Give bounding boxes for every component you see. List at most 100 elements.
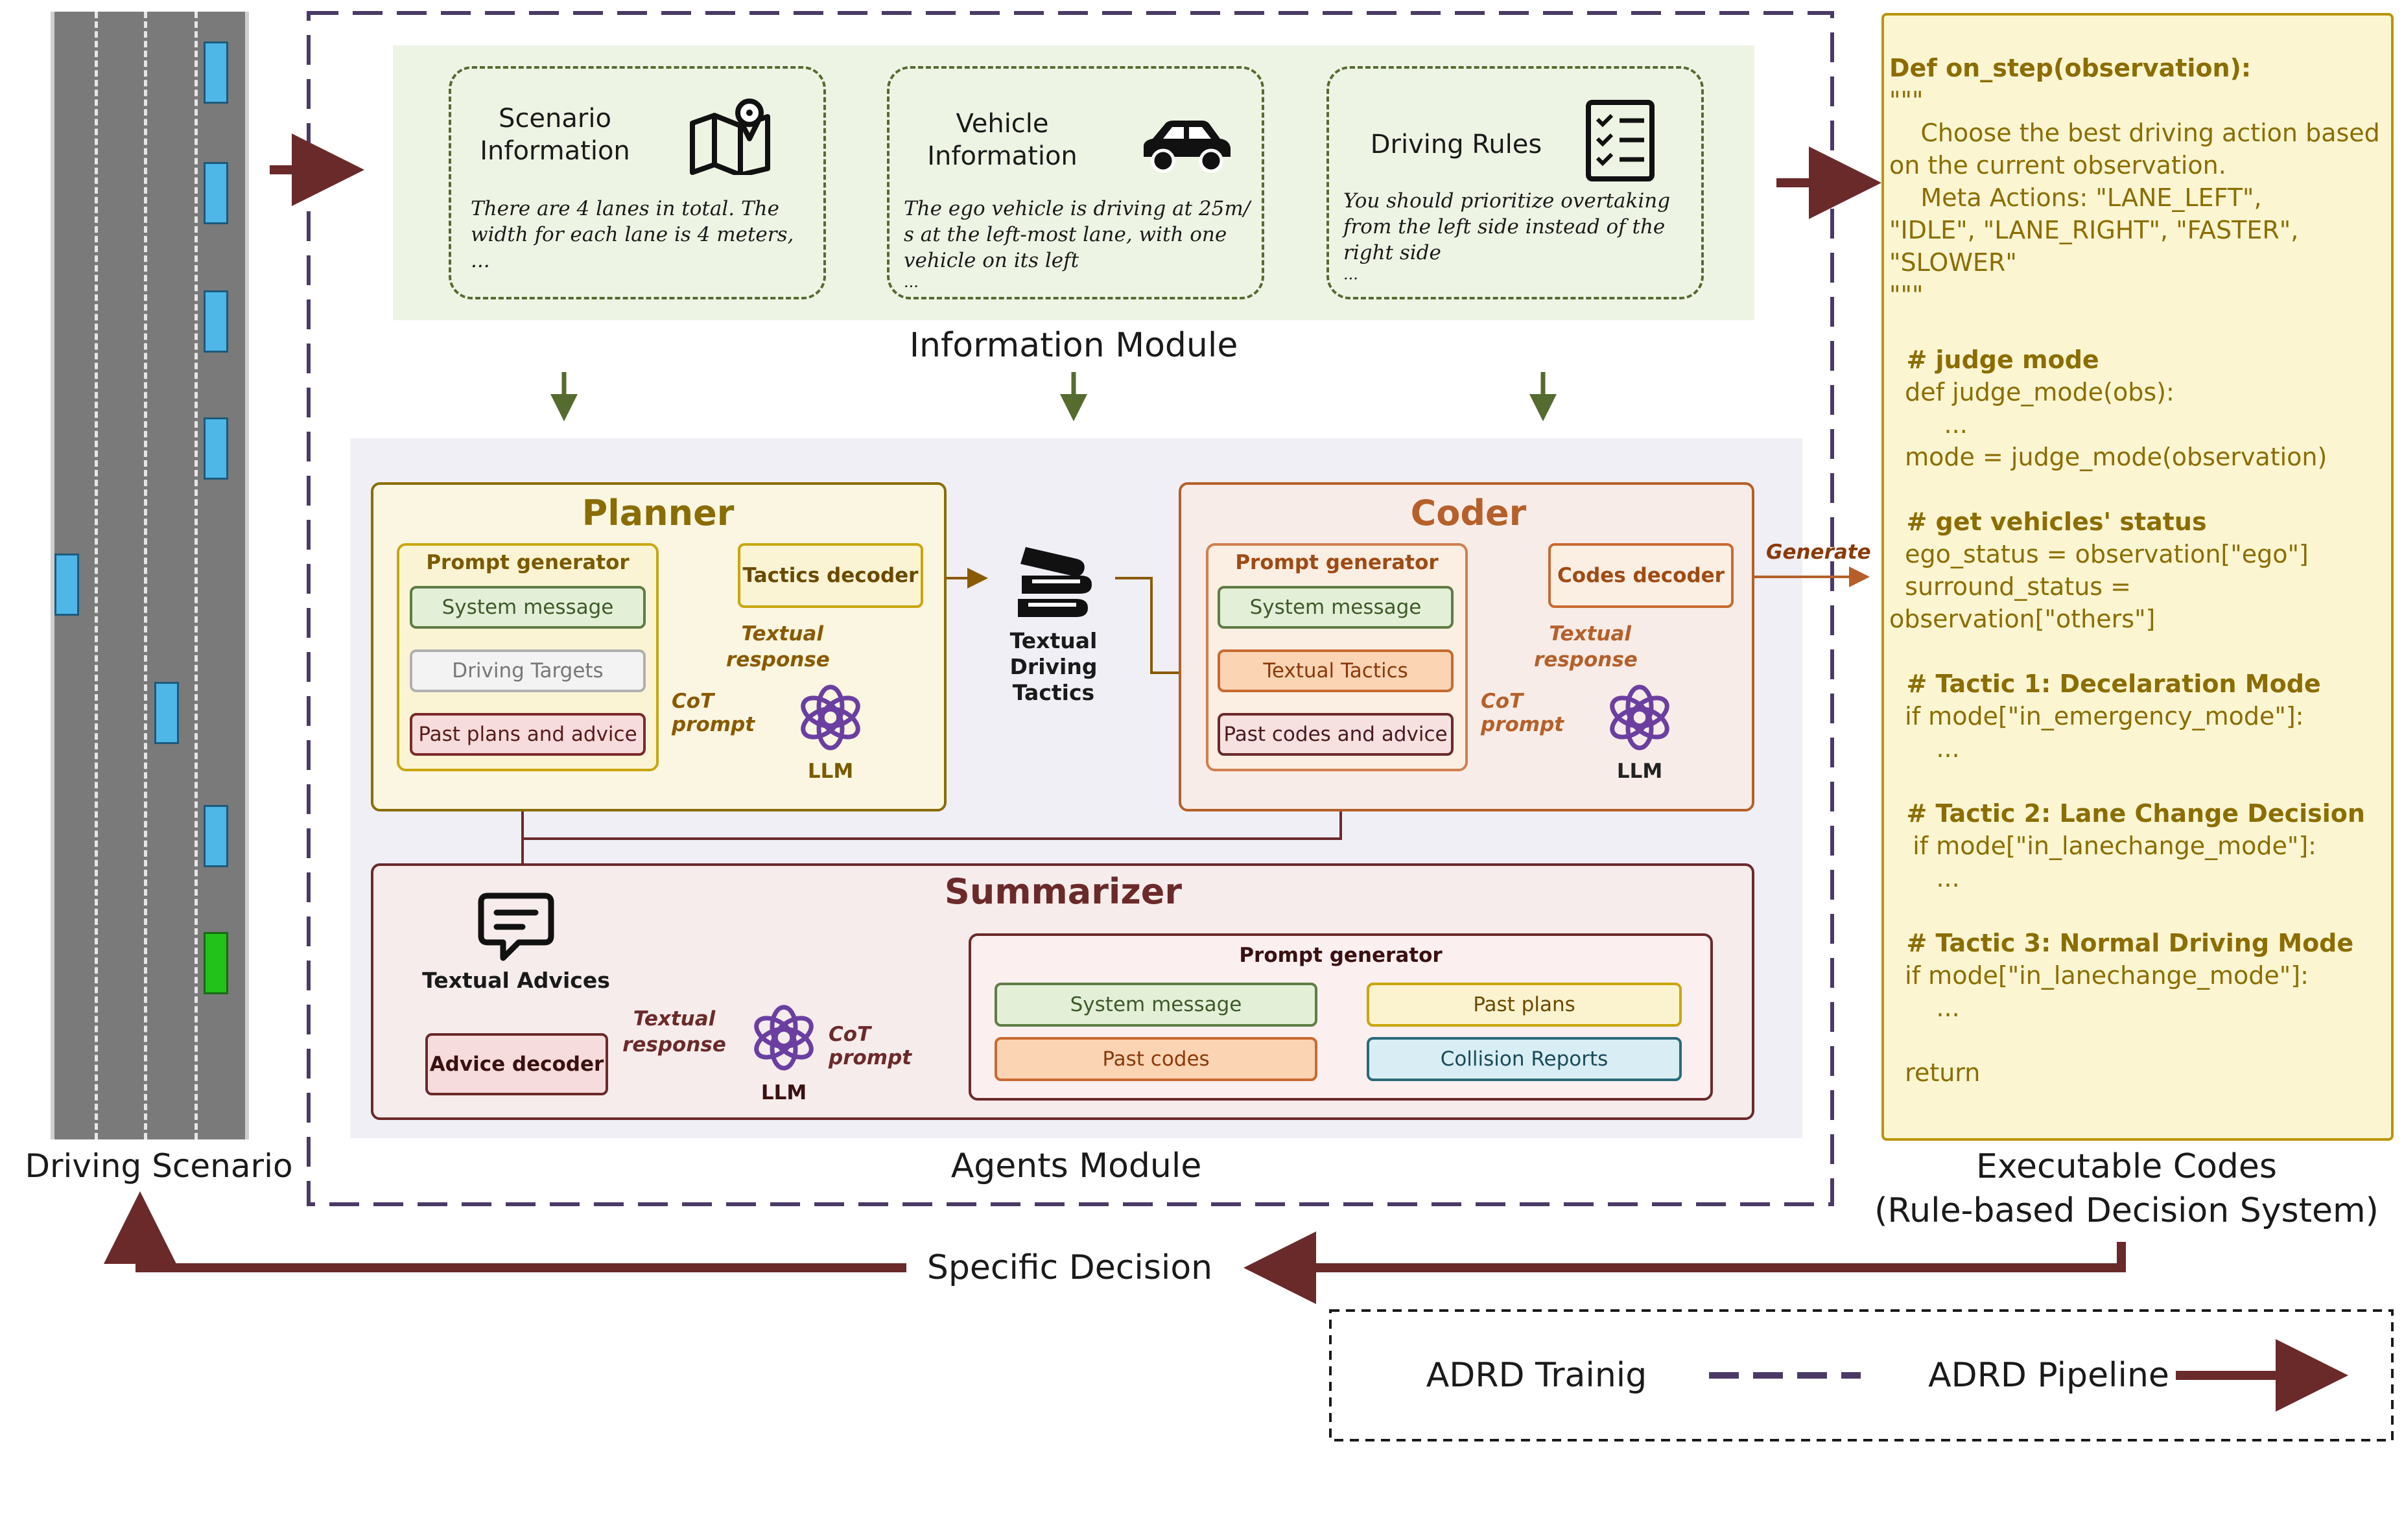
- rules-body-line: right side: [1343, 241, 1441, 264]
- code-line: if mode["in_lanechange_mode"]:: [1889, 961, 2309, 990]
- code-line: if mode["in_lanechange_mode"]:: [1889, 832, 2316, 860]
- summarizer-prompt-generator-label: Prompt generator: [1239, 944, 1443, 967]
- vehicle-blue: [54, 554, 79, 616]
- code-line: observation["others"]: [1889, 605, 2156, 633]
- vehicle-info-box: Vehicle Information The ego vehicle is d…: [887, 66, 1264, 299]
- tactics-label-line: Textual: [1009, 628, 1098, 653]
- planner-cot-prompt: CoT prompt: [672, 690, 755, 736]
- road-edge-right: [245, 12, 249, 1139]
- vehicle-blue: [154, 682, 179, 744]
- map-icon: [690, 99, 770, 175]
- code-line: return: [1889, 1058, 1981, 1087]
- executable-code-panel: Def on_step(observation):""" Choose the …: [1881, 13, 2394, 1141]
- planner-response-line: response: [726, 648, 830, 671]
- lane-divider: [144, 12, 147, 1139]
- code-line: "IDLE", "LANE_RIGHT", "FASTER",: [1889, 216, 2299, 244]
- code-line: # Tactic 2: Lane Change Decision: [1889, 799, 2365, 828]
- tactics-label-line: Driving: [1009, 654, 1098, 679]
- scenario-body-line: There are 4 lanes in total. The: [471, 197, 779, 220]
- vehicle-body-line: The ego vehicle is driving at 25m/: [904, 197, 1251, 220]
- planner-past-plans: Past plans and advice: [410, 713, 646, 756]
- driving-scenario-caption: Driving Scenario: [25, 1147, 293, 1185]
- code-block: Def on_step(observation):""" Choose the …: [1889, 52, 2380, 1089]
- summarizer-past-plans: Past plans: [1367, 983, 1682, 1027]
- coder-title: Coder: [1410, 492, 1527, 533]
- vehicle-blue: [204, 41, 228, 104]
- rules-body-line: from the left side instead of the: [1343, 215, 1666, 239]
- rules-body-line: ...: [1343, 265, 1358, 283]
- code-line: """: [1889, 86, 1924, 115]
- arrow-tactics-to-coder: [1115, 577, 1199, 683]
- information-module-caption: Information Module: [909, 326, 1238, 365]
- vehicle-ego-green: [204, 932, 228, 994]
- openai-llm-icon: [1610, 684, 1669, 751]
- code-line: # Tactic 3: Normal Driving Mode: [1889, 929, 2354, 957]
- planner-textual-response: Textual response: [726, 621, 830, 673]
- tactics-label-line: Tactics: [1012, 680, 1095, 705]
- rules-body: You should prioritize overtaking from th…: [1343, 188, 1693, 283]
- code-line: ...: [1889, 734, 1960, 763]
- codes-decoder: Codes decoder: [1548, 543, 1734, 608]
- code-line: "SLOWER": [1889, 248, 2017, 277]
- scenario-body: There are 4 lanes in total. The width fo…: [471, 196, 814, 274]
- code-line: [1889, 311, 2380, 344]
- code-line: [1889, 635, 2380, 668]
- code-line: # get vehicles' status: [1889, 508, 2207, 536]
- summarizer-cot-prompt: CoT prompt: [829, 1023, 912, 1069]
- coder-cot-prompt: CoT prompt: [1481, 690, 1564, 736]
- planner-driving-targets: Driving Targets: [410, 649, 646, 692]
- summarizer-past-codes: Past codes: [995, 1037, 1317, 1081]
- scenario-title: Scenario Information: [477, 102, 633, 167]
- planner-response-line: Textual: [741, 622, 823, 646]
- coder-textual-tactics: Textual Tactics: [1218, 649, 1454, 692]
- rules-title: Driving Rules: [1370, 130, 1542, 159]
- legend-box: [1329, 1309, 2394, 1441]
- summ-response-line: response: [622, 1033, 726, 1056]
- planner-title: Planner: [582, 492, 735, 533]
- summarizer-llm-label: LLM: [760, 1081, 807, 1104]
- planner-prompt-generator-label: Prompt generator: [426, 551, 630, 574]
- code-line: ego_status = observation["ego"]: [1889, 540, 2309, 568]
- summarizer-title: Summarizer: [944, 870, 1183, 912]
- code-line: ...: [1889, 994, 1960, 1022]
- code-line: # judge mode: [1889, 345, 2099, 374]
- code-line: [1889, 1024, 2380, 1056]
- coder-response-line: response: [1534, 648, 1638, 671]
- code-line: on the current observation.: [1889, 151, 2226, 180]
- road-scenario: [51, 12, 249, 1139]
- coder-prompt-generator-label: Prompt generator: [1235, 551, 1439, 574]
- code-line: """: [1889, 281, 1924, 309]
- vehicle-body-line: s at the left-most lane, with one: [904, 223, 1227, 246]
- code-line: if mode["in_emergency_mode"]:: [1889, 702, 2304, 730]
- summarizer-textual-response: Textual response: [622, 1006, 726, 1058]
- lane-divider: [194, 12, 198, 1139]
- driving-rules-box: Driving Rules You should prioritize over…: [1326, 66, 1704, 299]
- coder-response-line: Textual: [1549, 622, 1631, 646]
- vehicle-blue: [204, 162, 228, 224]
- agents-module-caption: Agents Module: [950, 1147, 1202, 1185]
- vehicle-blue: [204, 805, 228, 867]
- vehicle-title-line: Information: [927, 141, 1078, 171]
- executable-codes-caption: Executable Codes (Rule-based Decision Sy…: [1854, 1143, 2399, 1234]
- code-line: surround_status =: [1889, 572, 2132, 601]
- vehicle-title-line: Vehicle: [956, 109, 1049, 139]
- lane-divider: [95, 12, 98, 1139]
- legend-training-label: ADRD Trainig: [1426, 1356, 1647, 1395]
- openai-llm-icon: [801, 684, 860, 751]
- checklist-icon: [1586, 100, 1655, 181]
- textual-driving-tactics-label: Textual Driving Tactics: [998, 625, 1109, 709]
- generate-label: Generate: [1766, 541, 1871, 564]
- planner-llm-label: LLM: [807, 760, 854, 783]
- code-line: Meta Actions: "LANE_LEFT",: [1889, 183, 2262, 212]
- summarizer-collision-reports: Collision Reports: [1367, 1037, 1682, 1081]
- road-edge-left: [51, 12, 54, 1139]
- coder-textual-response: Textual response: [1534, 621, 1638, 673]
- vehicle-title: Vehicle Information: [925, 108, 1080, 172]
- vehicle-blue: [204, 290, 228, 353]
- openai-llm-icon: [754, 1005, 814, 1071]
- executable-codes-title: Executable Codes: [1975, 1147, 2277, 1186]
- rules-body-line: You should prioritize overtaking: [1343, 189, 1671, 213]
- vehicle-blue: [204, 417, 228, 480]
- training-frame: [307, 11, 1834, 1206]
- code-line: def judge_mode(obs):: [1889, 378, 2174, 406]
